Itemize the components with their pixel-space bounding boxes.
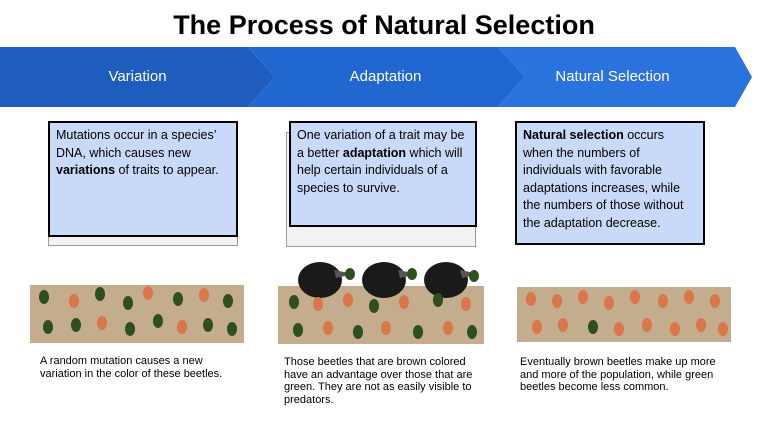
stage-label-variation: Variation — [108, 68, 167, 85]
card-adaptation-text-end: which will help certain individuals of a… — [297, 145, 463, 195]
card-variation: Mutations occur in a species’ DNA, which… — [48, 121, 238, 237]
card-natural-selection-text: occurs when the numbers of individuals w… — [523, 128, 684, 230]
process-chevron-banner — [0, 47, 752, 107]
chevron-variation — [0, 47, 275, 107]
caption-adaptation: Those beetles that are brown colored hav… — [284, 356, 473, 406]
card-adaptation: One variation of a trait may be a better… — [289, 121, 477, 227]
birds-eating-green-beetles-image — [278, 262, 484, 344]
card-adaptation-text: One variation of a trait may be a better — [297, 128, 465, 160]
card-variation-text-end: of traits to appear. — [115, 163, 219, 177]
card-adaptation-bold: adaptation — [342, 145, 407, 160]
card-variation-bold: variations — [56, 163, 116, 177]
card-natural-selection-bold: Natural selection — [523, 128, 624, 142]
caption-variation: A random mutation causes a new variation… — [40, 355, 223, 380]
card-natural-selection: Natural selection occurs when the number… — [515, 121, 705, 245]
chevron-adaptation — [248, 47, 525, 107]
caption-natural-selection: Eventually brown beetles make up more an… — [520, 356, 716, 393]
brown-beetle-population-image — [517, 287, 731, 342]
card-variation-text: Mutations occur in a species’ DNA, which… — [56, 128, 217, 160]
stage-label-adaptation: Adaptation — [349, 68, 422, 85]
stage-label-natural-selection: Natural Selection — [555, 68, 670, 85]
diagram-title: The Process of Natural Selection — [173, 10, 595, 40]
beetle-mixed-population-image — [30, 285, 244, 343]
chevron-natural-selection — [498, 47, 752, 107]
